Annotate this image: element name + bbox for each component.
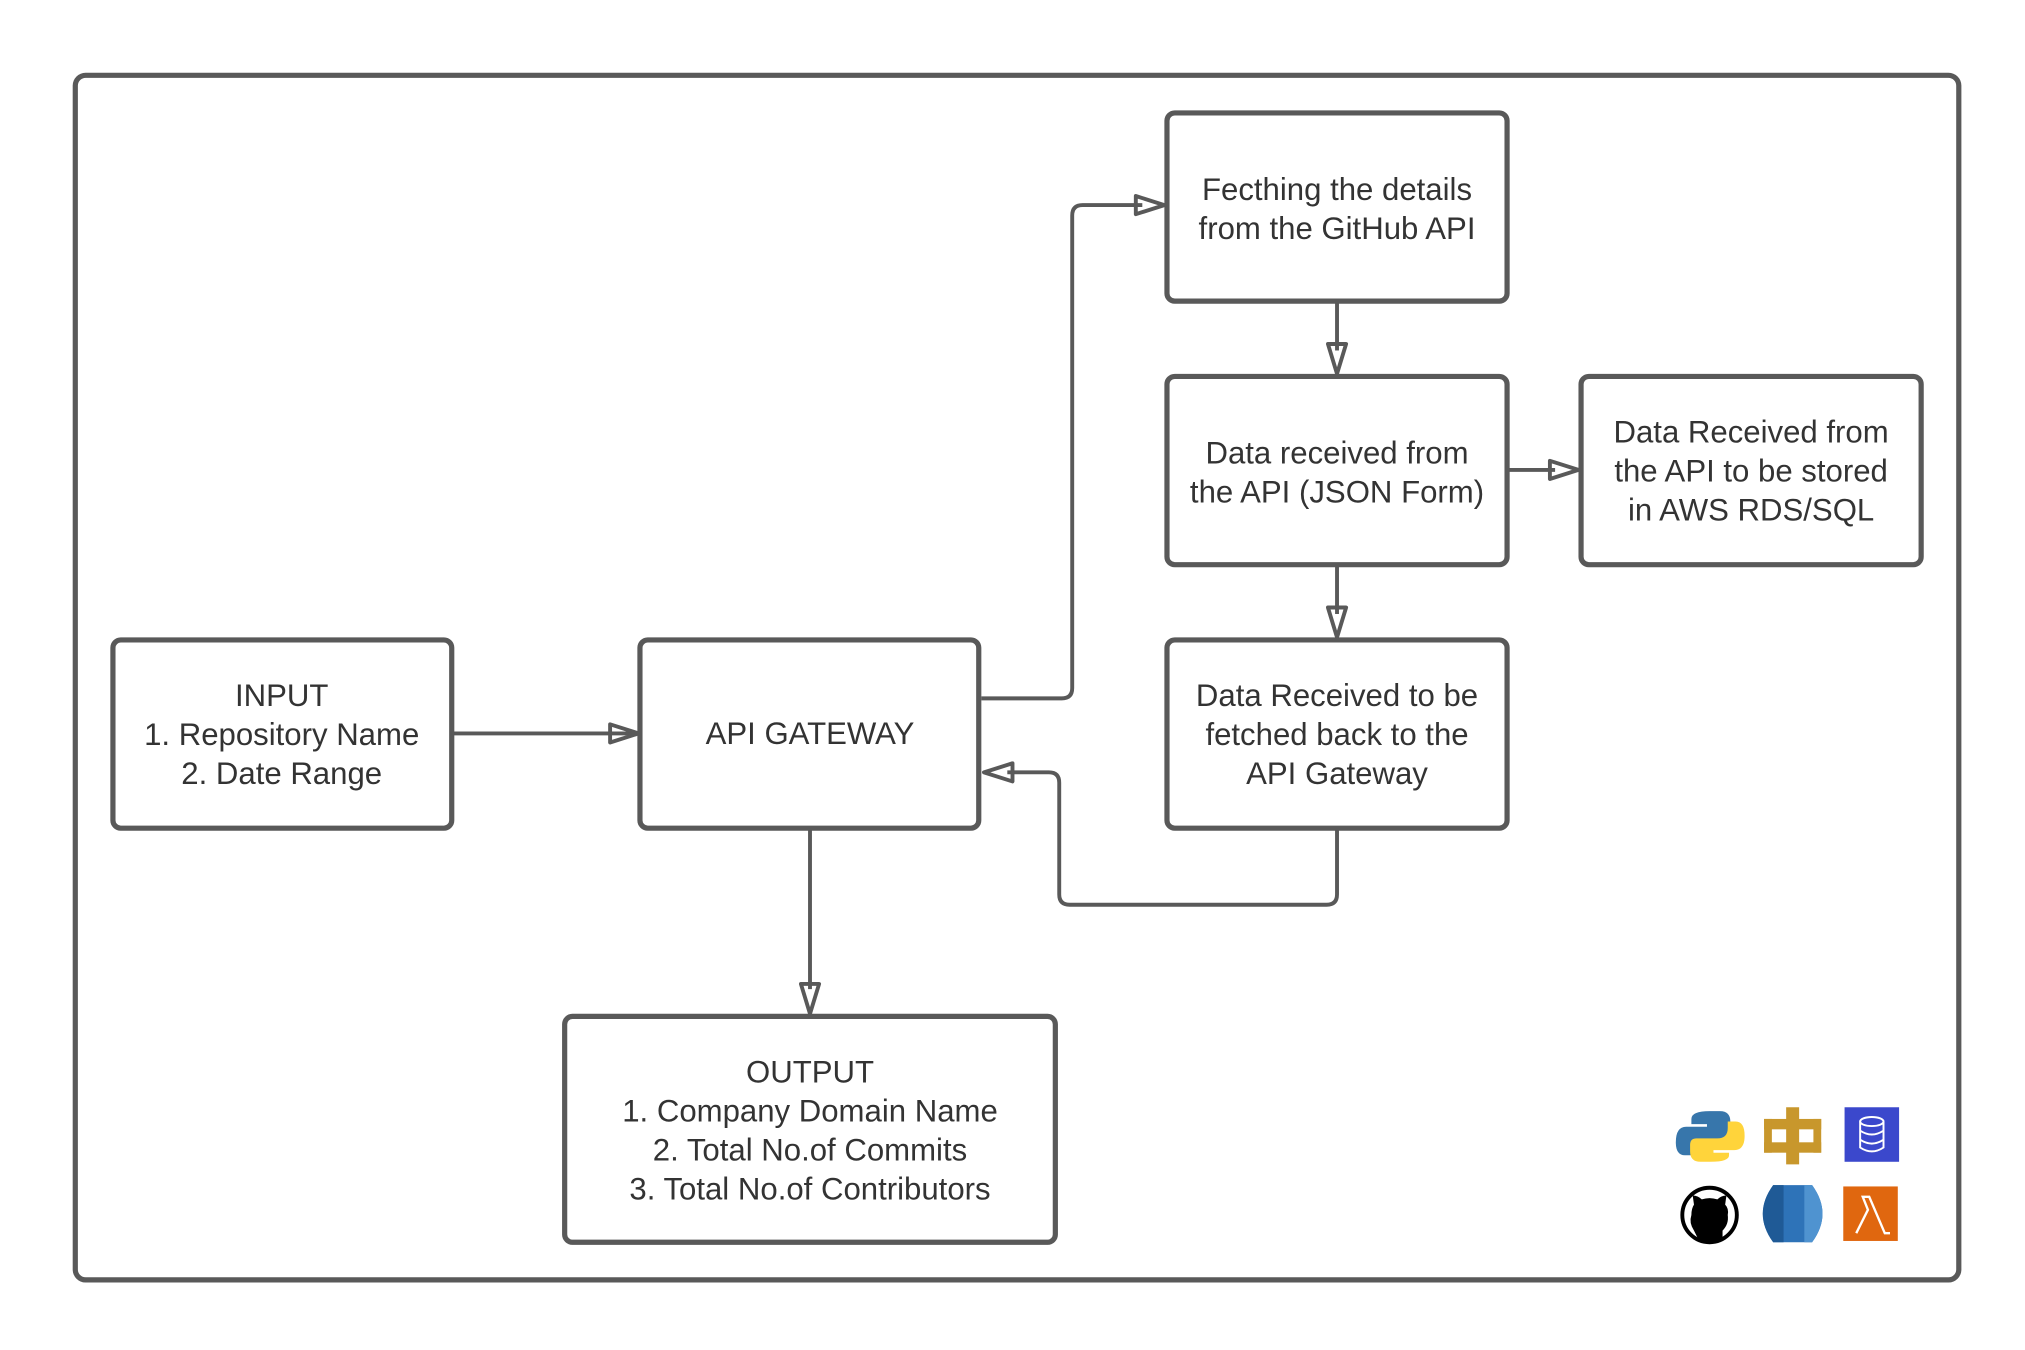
box-text: fetched back to the <box>1205 717 1468 752</box>
box-text: Fecthing the details <box>1202 172 1472 207</box>
box-text: the API to be stored <box>1614 454 1888 489</box>
arrowhead <box>1325 605 1349 640</box>
arrowhead <box>608 722 641 745</box>
box-fetch-github: Fecthing the details from the GitHub API <box>1164 110 1510 304</box>
aws-lambda-icon <box>1843 1186 1898 1241</box>
box-text: Data Received to be <box>1196 678 1478 713</box>
box-text: Data Received from <box>1614 415 1889 450</box>
aws-api-gateway-icon <box>1764 1107 1822 1165</box>
arrow-gateway-to-fetch <box>981 203 1143 701</box>
box-text: API Gateway <box>1246 756 1428 791</box>
box-text: OUTPUT <box>746 1055 874 1090</box>
arrowhead <box>981 761 1015 784</box>
box-text: Data received from <box>1205 435 1468 470</box>
database-icon <box>1844 1107 1900 1162</box>
box-text: in AWS RDS/SQL <box>1628 493 1874 528</box>
python-icon <box>1675 1111 1745 1162</box>
box-text: 3. Total No.of Contributors <box>629 1171 990 1206</box>
github-icon <box>1680 1185 1739 1245</box>
box-api-gateway: API GATEWAY <box>637 637 982 831</box>
box-fetched-back: Data Received to be fetched back to the … <box>1164 637 1510 831</box>
box-output: OUTPUT 1. Company Domain Name 2. Total N… <box>562 1013 1058 1245</box>
box-text: 2. Date Range <box>181 756 382 791</box>
connectors <box>451 194 1581 1016</box>
arrowhead <box>798 981 822 1016</box>
box-data-received: Data received from the API (JSON Form) <box>1164 373 1510 568</box>
arrowhead <box>1133 194 1167 217</box>
box-text: INPUT <box>235 678 328 713</box>
arrow-back-to-gateway <box>1007 770 1339 907</box>
box-text: 1. Company Domain Name <box>622 1094 998 1129</box>
box-text: 1. Repository Name <box>144 717 419 752</box>
box-text: 2. Total No.of Commits <box>653 1132 967 1167</box>
box-text: from the GitHub API <box>1199 211 1476 246</box>
box-text: API GATEWAY <box>706 716 915 751</box>
arrowhead <box>1547 458 1581 481</box>
box-input: INPUT 1. Repository Name 2. Date Range <box>110 637 455 831</box>
box-text: the API (JSON Form) <box>1190 474 1484 509</box>
box-stored-rds: Data Received from the API to be stored … <box>1578 373 1924 568</box>
arrowhead <box>1325 342 1349 376</box>
aws-rds-icon <box>1762 1185 1823 1243</box>
